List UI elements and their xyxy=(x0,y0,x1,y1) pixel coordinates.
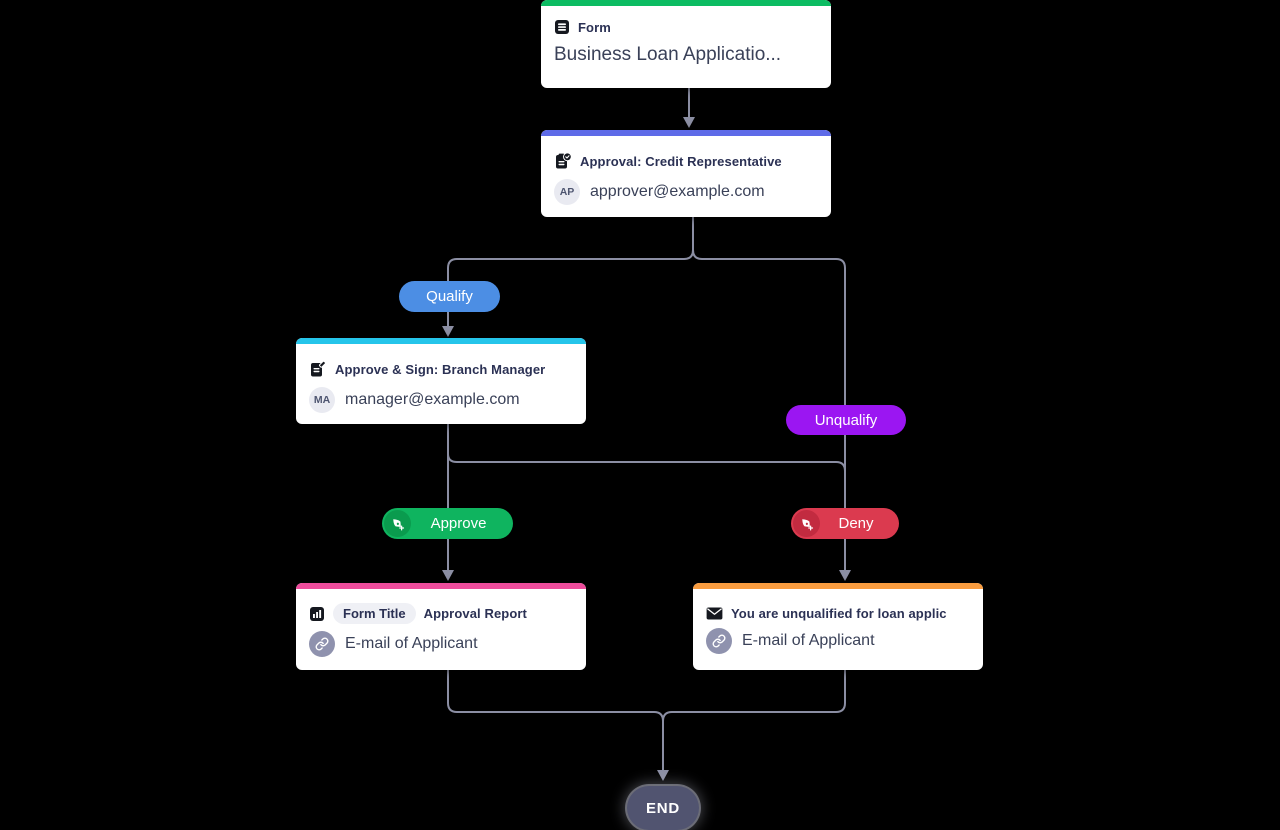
approval-accent-bar xyxy=(541,130,831,136)
arrowhead xyxy=(683,117,695,128)
report-field-badge: Form Title xyxy=(333,603,416,624)
approval-clipboard-check-icon xyxy=(554,152,572,170)
approver-email: approver@example.com xyxy=(590,183,765,200)
connector-sign-to-deny xyxy=(447,453,846,472)
connector-email-to-end xyxy=(662,670,846,722)
approval-title: Approval: Credit Representative xyxy=(580,153,782,169)
manager-email: manager@example.com xyxy=(345,391,520,408)
email-title: You are unqualified for loan applic xyxy=(731,606,947,621)
mail-icon xyxy=(706,607,723,620)
node-approve-sign[interactable]: Approve & Sign: Branch Manager MA manage… xyxy=(296,338,586,424)
deny-label: Deny xyxy=(838,515,874,532)
link-icon xyxy=(309,631,335,657)
node-end[interactable]: END xyxy=(627,786,699,830)
report-recipient: E-mail of Applicant xyxy=(345,635,478,652)
form-accent-bar xyxy=(541,0,831,6)
report-chart-icon xyxy=(309,606,325,622)
arrowhead xyxy=(839,570,851,581)
form-type-label: Form xyxy=(578,19,611,35)
branch-qualify-pill[interactable]: Qualify xyxy=(399,281,500,312)
node-approval-report[interactable]: Form Title Approval Report E-mail of App… xyxy=(296,583,586,670)
end-label: END xyxy=(645,799,681,817)
node-unqualified-email[interactable]: You are unqualified for loan applic E-ma… xyxy=(693,583,983,670)
arrowhead xyxy=(657,770,669,781)
arrowhead xyxy=(442,570,454,581)
approve-label: Approve xyxy=(430,515,487,532)
report-title: Approval Report xyxy=(423,606,527,621)
unqualify-label: Unqualify xyxy=(814,411,878,429)
approve-pen-plus-icon xyxy=(384,510,411,537)
email-recipient: E-mail of Applicant xyxy=(742,632,875,649)
sign-title: Approve & Sign: Branch Manager xyxy=(335,361,546,377)
qualify-label: Qualify xyxy=(426,288,473,305)
email-accent-bar xyxy=(693,583,983,589)
node-approval[interactable]: Approval: Credit Representative AP appro… xyxy=(541,130,831,217)
report-accent-bar xyxy=(296,583,586,589)
form-title: Business Loan Applicatio... xyxy=(554,44,782,65)
outcome-deny-pill[interactable]: Deny xyxy=(791,508,899,539)
deny-pen-plus-icon xyxy=(793,510,820,537)
node-form[interactable]: Form Business Loan Applicatio... xyxy=(541,0,831,88)
outcome-approve-pill[interactable]: Approve xyxy=(382,508,513,539)
manager-avatar: MA xyxy=(309,387,335,413)
sign-accent-bar xyxy=(296,338,586,344)
arrowhead xyxy=(442,326,454,337)
form-icon xyxy=(554,19,570,35)
approver-avatar: AP xyxy=(554,179,580,205)
sign-clipboard-pen-icon xyxy=(309,360,327,378)
link-icon xyxy=(706,628,732,654)
branch-unqualify-pill[interactable]: Unqualify xyxy=(786,405,906,435)
connector-approval-to-unqualify xyxy=(692,249,846,570)
connector-report-to-end xyxy=(447,670,664,770)
